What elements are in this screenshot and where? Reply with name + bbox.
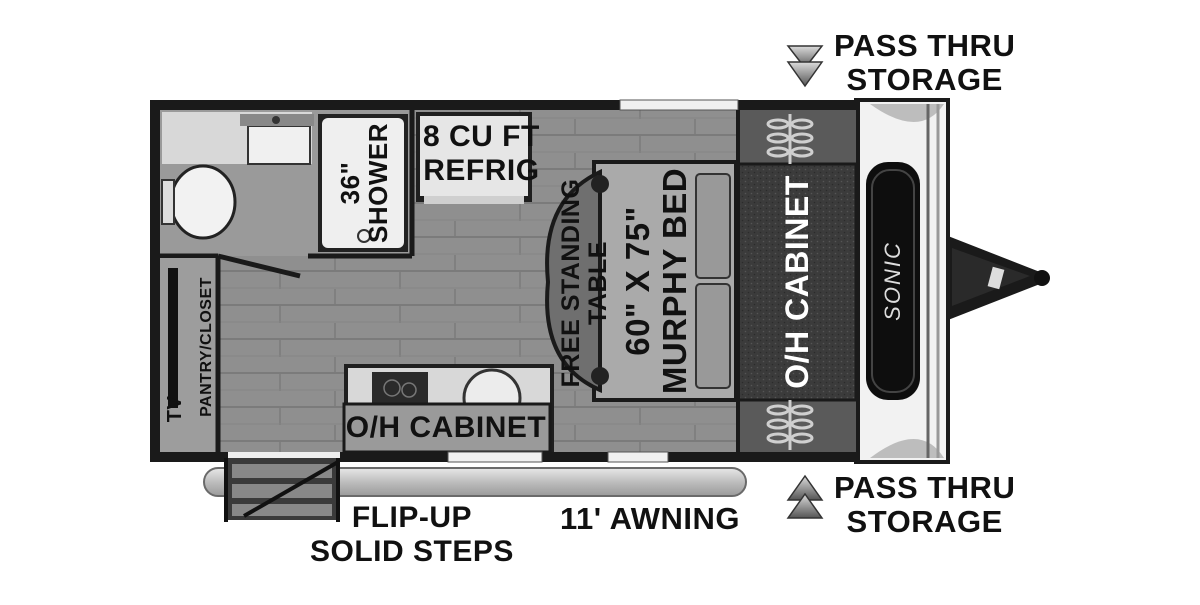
pass-thru-storage-top <box>766 114 814 164</box>
murphy-bed <box>592 160 738 402</box>
refrig-label: 8 CU FT REFRIG <box>423 120 540 187</box>
free-standing-table-label: FREE STANDING TABLE <box>557 178 612 388</box>
pass-thru-storage-bottom-label: PASS THRU STORAGE <box>834 470 1016 539</box>
tv-icon <box>168 268 178 408</box>
window-bottom-left <box>447 451 543 463</box>
murphy-bed-label: 60" X 75" MURPHY BED <box>619 167 693 395</box>
window-bottom-right <box>607 451 669 463</box>
front-window <box>866 162 920 400</box>
awning-label: 11' AWNING <box>560 501 741 536</box>
arrow-up-icon <box>786 474 824 519</box>
front-cap <box>854 98 950 464</box>
pass-thru-storage-top-label: PASS THRU STORAGE <box>834 28 1016 97</box>
kitchen-counter <box>342 364 554 454</box>
flip-up-steps <box>224 458 340 522</box>
free-standing-table <box>545 168 609 394</box>
hitch-tongue <box>948 236 1050 320</box>
tv-label: TV <box>164 395 186 423</box>
pantry-closet-label: PANTRY/CLOSET <box>198 277 215 417</box>
pass-thru-storage-bottom <box>766 400 814 450</box>
pantry-closet <box>160 258 221 452</box>
shower-label: 36" SHOWER <box>335 123 393 243</box>
shower-drain-icon <box>357 229 371 243</box>
toilet <box>169 164 237 240</box>
oh-cabinet-front <box>736 110 858 452</box>
window-top <box>619 99 739 111</box>
arrow-down-icon <box>786 45 824 88</box>
entry-door <box>228 452 340 462</box>
sink <box>247 125 311 165</box>
flip-up-steps-label: FLIP-UP SOLID STEPS <box>310 501 514 568</box>
shower-pan <box>322 118 404 248</box>
refrigerator <box>416 112 532 204</box>
brand-logo: SONIC <box>880 241 905 321</box>
oh-cabinet-front-label: O/H CABINET <box>779 175 815 389</box>
oh-cabinet-kitchen <box>342 402 552 454</box>
bathroom <box>160 110 415 279</box>
oh-cabinet-kitchen-label: O/H CABINET <box>345 411 547 444</box>
